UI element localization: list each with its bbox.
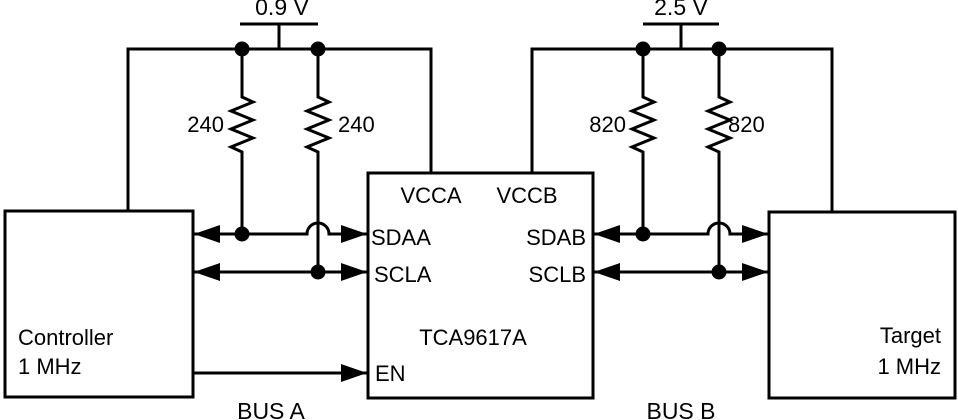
sdab-bus-wire xyxy=(594,221,768,236)
junction-dot-rail-a1 xyxy=(234,41,250,57)
pin-label-scla: SCLA xyxy=(374,262,432,287)
junction-dot-sdab xyxy=(635,226,651,242)
pullup-b2-value-label: 820 xyxy=(728,112,765,137)
controller-box xyxy=(3,209,195,399)
junction-dot-rail-b1 xyxy=(635,41,651,57)
pullup-resistor-a1 xyxy=(227,49,257,234)
pin-label-sclb: SCLB xyxy=(529,262,586,287)
pin-label-vccb: VCCB xyxy=(496,183,557,208)
sdab-right-arrowhead xyxy=(742,225,768,243)
scla-right-arrowhead xyxy=(341,263,367,281)
pin-label-en: EN xyxy=(375,361,406,386)
pin-label-vcca: VCCA xyxy=(400,183,461,208)
bus-b-label: BUS B xyxy=(646,398,715,420)
controller-speed-label: 1 MHz xyxy=(18,354,82,379)
pin-label-sdab: SDAB xyxy=(526,225,586,250)
sclb-left-arrowhead xyxy=(594,263,620,281)
pullup-resistor-a2 xyxy=(303,49,333,272)
sdaa-left-arrowhead xyxy=(194,225,220,243)
en-arrowhead xyxy=(341,364,367,382)
device-box xyxy=(366,171,595,400)
pullup-b1-value-label: 820 xyxy=(589,112,626,137)
sdab-left-arrowhead xyxy=(594,225,620,243)
pullup-a1-value-label: 240 xyxy=(187,112,224,137)
junction-dot-rail-b2 xyxy=(711,41,727,57)
bus-a-label: BUS A xyxy=(237,398,305,420)
pullup-resistor-b2 xyxy=(704,49,734,272)
target-box xyxy=(767,210,957,400)
pullup-a2-value-label: 240 xyxy=(338,112,375,137)
supply-b-voltage-label: 2.5 V xyxy=(654,0,708,20)
sclb-right-arrowhead xyxy=(742,263,768,281)
supply-a-voltage-label: 0.9 V xyxy=(255,0,309,20)
pin-label-sdaa: SDAA xyxy=(371,225,431,250)
target-speed-label: 1 MHz xyxy=(877,354,941,379)
pullup-resistor-b1 xyxy=(628,49,658,234)
controller-name-label: Controller xyxy=(18,325,113,350)
junction-dot-sdaa xyxy=(234,226,250,242)
junction-dot-sclb xyxy=(711,264,727,280)
sdaa-right-arrowhead xyxy=(341,225,367,243)
junction-dot-rail-a2 xyxy=(310,41,326,57)
junction-dot-scla xyxy=(310,264,326,280)
scla-left-arrowhead xyxy=(194,263,220,281)
device-part-number: TCA9617A xyxy=(419,325,527,350)
sdaa-bus-wire xyxy=(194,221,367,236)
target-name-label: Target xyxy=(880,323,941,348)
